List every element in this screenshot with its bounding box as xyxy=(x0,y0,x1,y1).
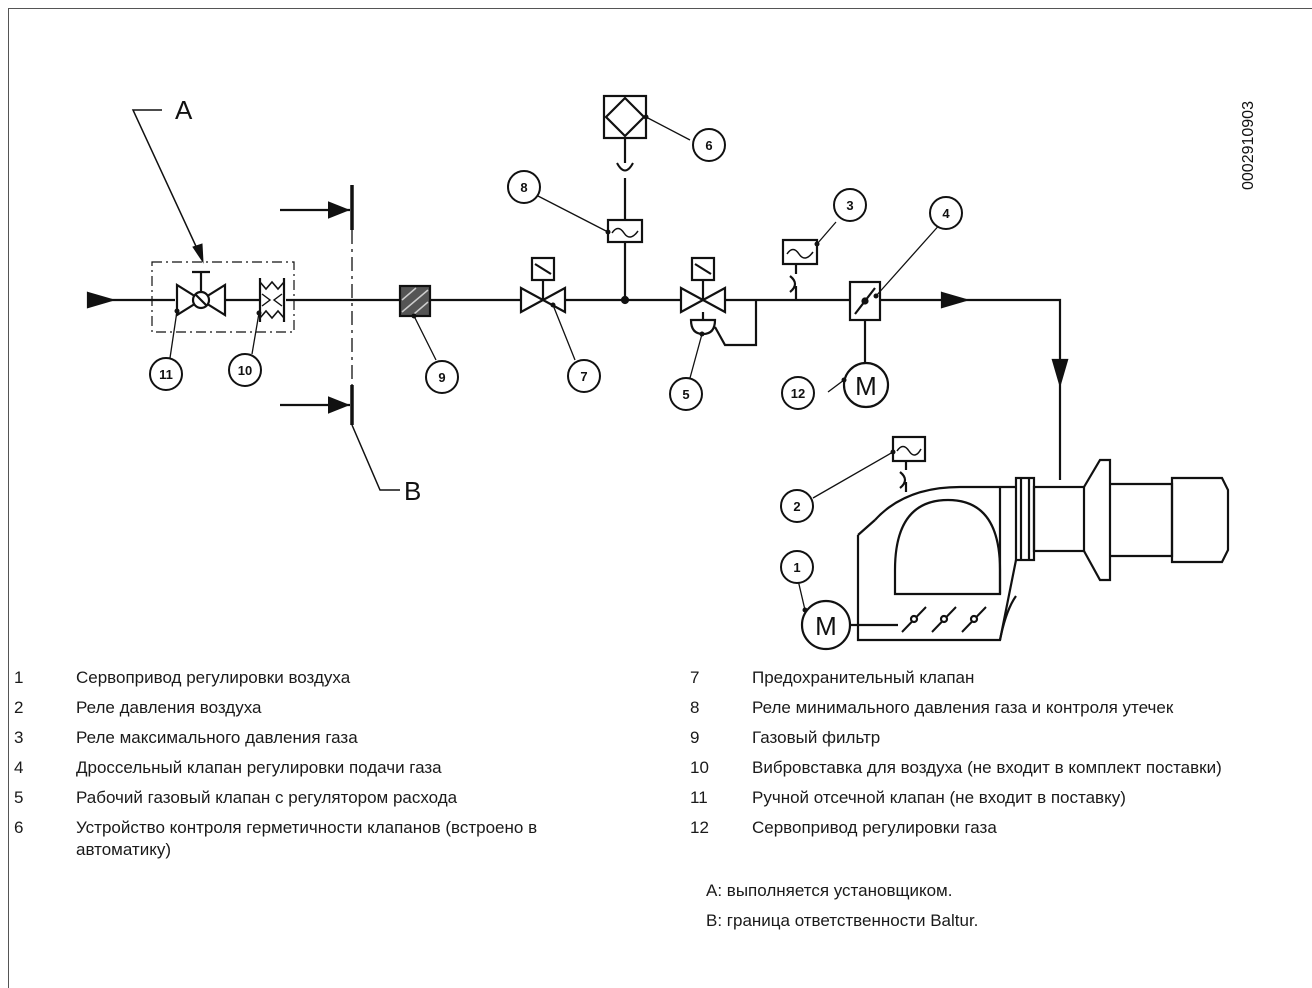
manual-valve-icon xyxy=(175,270,227,317)
leader-b xyxy=(351,424,400,491)
callout-2: 2 xyxy=(793,499,800,514)
motor-label-air: M xyxy=(815,611,837,641)
flow-arrow xyxy=(940,291,970,309)
callout-10: 10 xyxy=(238,363,252,378)
leader-a-arrow xyxy=(192,243,204,264)
gas-train-diagram: 6 8 3 4 11 10 9 7 5 12 2 1 M M A B 00029… xyxy=(86,94,1257,651)
frame-border xyxy=(8,8,1312,988)
installer-scope-box xyxy=(151,261,295,333)
callout-3: 3 xyxy=(846,198,853,213)
max-pressure-switch-icon xyxy=(781,238,819,300)
callout-8: 8 xyxy=(520,180,527,195)
callout-5: 5 xyxy=(682,387,689,402)
callout-4: 4 xyxy=(942,206,950,221)
marker-a: A xyxy=(175,95,193,125)
drawing-code: 0002910903 xyxy=(1240,101,1257,190)
note-b: B: граница ответственности Baltur. xyxy=(706,911,979,930)
safety-valve-icon xyxy=(519,256,567,314)
air-pressure-switch-icon xyxy=(891,435,927,492)
callout-11: 11 xyxy=(159,367,173,382)
motor-label-gas: M xyxy=(855,371,877,401)
gas-servomotor-icon xyxy=(842,361,890,409)
inlet-arrow xyxy=(86,291,116,309)
callout-1: 1 xyxy=(793,560,800,575)
note-a: A: выполняется установщиком. xyxy=(706,881,953,900)
leak-control-device-icon xyxy=(602,94,648,140)
throttle-valve-icon xyxy=(848,280,882,362)
callout-7: 7 xyxy=(580,369,587,384)
leader-a xyxy=(131,109,201,256)
marker-b: B xyxy=(404,476,421,506)
burner-icon xyxy=(850,458,1230,642)
vibration-joint-icon xyxy=(258,278,286,322)
callout-6: 6 xyxy=(705,138,712,153)
down-arrow xyxy=(1051,358,1069,388)
air-servomotor-icon xyxy=(800,599,852,651)
callout-9: 9 xyxy=(438,370,445,385)
callout-12: 12 xyxy=(791,386,805,401)
operating-valve-icon xyxy=(679,256,758,347)
